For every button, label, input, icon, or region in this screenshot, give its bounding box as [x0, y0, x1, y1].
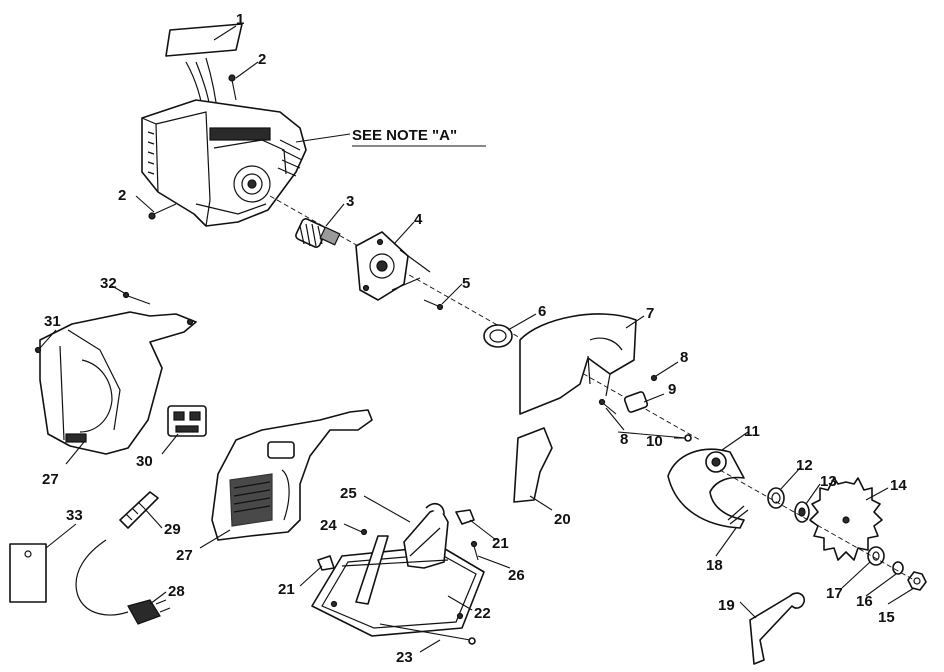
part-33-tag	[9, 543, 47, 603]
callout-2-top: 2	[258, 51, 266, 68]
callout-33: 33	[66, 507, 83, 524]
callout-19: 19	[718, 597, 735, 614]
part-14-saw-blade	[809, 477, 883, 561]
callout-24: 24	[320, 517, 337, 534]
callout-27-left: 27	[42, 471, 59, 488]
part-7-upper-guard	[519, 313, 637, 415]
part-27-handle-right	[211, 409, 373, 541]
part-15-bolt	[907, 571, 927, 591]
part-21-knob-front	[455, 509, 475, 525]
part-5-screw	[423, 299, 444, 311]
part-22-base-shoe	[311, 545, 485, 637]
callout-8-top: 8	[680, 349, 688, 366]
callout-20: 20	[554, 511, 571, 528]
part-27-handle-left	[39, 311, 197, 455]
part-12-washer	[767, 487, 785, 509]
part-11-lower-guard	[667, 448, 745, 529]
part-24-screw	[360, 528, 368, 536]
part-3-gear	[295, 218, 341, 248]
callout-29: 29	[164, 521, 181, 538]
callout-16: 16	[856, 593, 873, 610]
part-20-lower-guard-section	[513, 427, 553, 503]
callout-5: 5	[462, 275, 470, 292]
callout-13: 13	[820, 473, 837, 490]
part-8-screws	[598, 374, 658, 415]
callout-3: 3	[346, 193, 354, 210]
part-13-collar	[794, 501, 810, 523]
callout-21-left: 21	[278, 581, 295, 598]
part-30-switch	[167, 405, 207, 437]
callout-4: 4	[414, 211, 423, 228]
part-23-pin	[379, 623, 476, 645]
callout-17: 17	[826, 585, 843, 602]
part-26-screw	[470, 540, 479, 561]
callout-2-bottom: 2	[118, 187, 126, 204]
part-depth-arm	[341, 535, 449, 605]
callout-32: 32	[100, 275, 117, 292]
callout-26: 26	[508, 567, 525, 584]
callout-6: 6	[538, 303, 546, 320]
callout-8-bottom: 8	[620, 431, 628, 448]
callout-18: 18	[706, 557, 723, 574]
part-6-ring	[483, 324, 513, 348]
callout-22: 22	[474, 605, 491, 622]
part-29-cord-protector	[119, 491, 159, 529]
part-31-screw	[34, 346, 42, 354]
part-28-cord-plug	[75, 539, 171, 625]
callout-10: 10	[646, 433, 663, 450]
callout-27-right: 27	[176, 547, 193, 564]
part-18-spring	[727, 505, 749, 525]
leader-lines	[39, 25, 915, 653]
part-17-outer-washer	[867, 546, 885, 566]
part-19-wrench	[749, 592, 806, 665]
motor-housing	[141, 99, 307, 227]
part-1-label-plate	[165, 23, 243, 57]
callout-9: 9	[668, 381, 676, 398]
callout-25: 25	[340, 485, 357, 502]
callout-28: 28	[168, 583, 185, 600]
part-4-bearing-plate	[355, 231, 431, 301]
part-9-knob	[623, 391, 649, 413]
part-2-screws	[148, 74, 237, 220]
part-16-washer	[892, 561, 904, 575]
see-note-a-label: SEE NOTE "A"	[352, 127, 457, 144]
callout-30: 30	[136, 453, 153, 470]
callout-7: 7	[646, 305, 654, 322]
callout-21-right: 21	[492, 535, 509, 552]
callout-31: 31	[44, 313, 61, 330]
callout-11: 11	[744, 423, 760, 440]
part-25-bevel-bracket	[403, 502, 449, 569]
callout-14: 14	[890, 477, 907, 494]
callout-23: 23	[396, 649, 413, 666]
callout-15: 15	[878, 609, 895, 626]
callout-1: 1	[236, 11, 244, 28]
part-32-screw	[122, 291, 151, 305]
callout-12: 12	[796, 457, 813, 474]
